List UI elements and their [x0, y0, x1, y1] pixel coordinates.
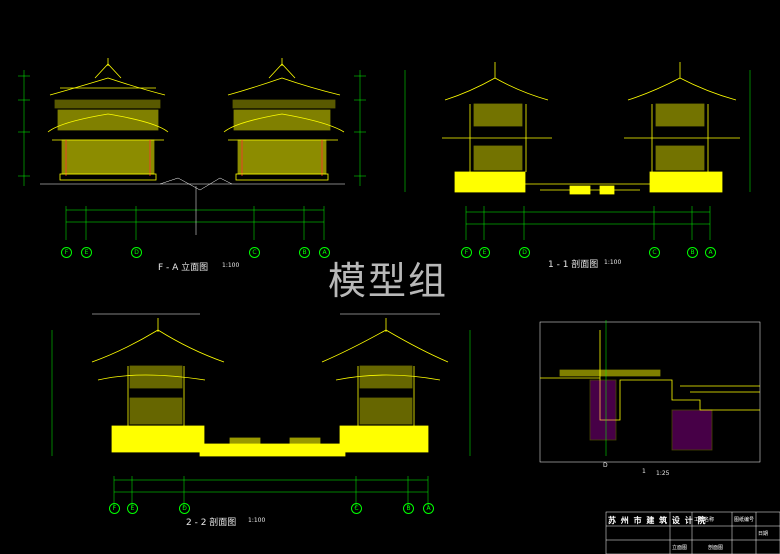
axis-bubble-section1-1: E [479, 247, 490, 258]
axis-bubble-elevation-5: A [319, 247, 330, 258]
section2-dimension-lines [51, 313, 471, 508]
elevation-level-rulers [18, 70, 366, 240]
section1-right-pavilion [624, 62, 740, 193]
elevation-scale: 1:100 [222, 262, 240, 269]
detail-axis-label: D [603, 462, 608, 469]
axis-bubble-elevation-1: E [81, 247, 92, 258]
axis-bubble-section2-2: D [179, 503, 190, 514]
axis-bubble-section2-1: E [127, 503, 138, 514]
axis-bubble-elevation-2: D [131, 247, 142, 258]
right-pavilion-elevation [223, 58, 345, 181]
detail-scale: 1:25 [656, 470, 670, 477]
left-pavilion-elevation [47, 58, 169, 181]
title-block-cell-date: 日期 [758, 531, 769, 537]
axis-bubble-section2-4: B [403, 503, 414, 514]
section1-left-pavilion [442, 62, 552, 193]
axis-bubble-section1-4: B [687, 247, 698, 258]
title-block-cell-number: 图纸编号 [734, 517, 755, 523]
axis-bubble-section1-0: F [461, 247, 472, 258]
title-block [605, 511, 780, 554]
section2-scale: 1:100 [248, 517, 266, 524]
axis-bubble-section1-5: A [705, 247, 716, 258]
axis-bubble-section2-3: C [351, 503, 362, 514]
elevation-view [40, 58, 345, 191]
axis-bubble-section2-5: A [423, 503, 434, 514]
axis-bubble-section1-3: C [649, 247, 660, 258]
section1-title: 1 - 1 剖面图 [548, 260, 599, 270]
axis-bubble-section2-0: F [109, 503, 120, 514]
section1-dimension-lines [404, 70, 751, 240]
section1-view [442, 62, 740, 195]
section2-left-pavilion [91, 318, 225, 453]
section2-right-pavilion [321, 318, 449, 453]
section2-view [91, 318, 449, 457]
axis-bubble-elevation-4: B [299, 247, 310, 258]
section1-scale: 1:100 [604, 259, 622, 266]
elevation-title: F - A 立面图 [158, 263, 209, 273]
section2-title: 2 - 2 剖面图 [186, 518, 237, 528]
axis-bubble-section1-2: D [519, 247, 530, 258]
axis-bubble-elevation-0: F [61, 247, 72, 258]
axis-bubble-elevation-3: C [249, 247, 260, 258]
detail-view [539, 320, 761, 463]
title-block-cell-elevation: 立面图 [672, 545, 688, 551]
watermark-text: 模型组 [328, 259, 449, 303]
title-block-cell-section: 剖面图 [708, 545, 724, 551]
title-block-company: 苏 州 市 建 筑 设 计 院 [608, 516, 707, 525]
title-block-cell-project: 工程名称 [694, 517, 715, 523]
detail-title: 1 [642, 468, 646, 475]
